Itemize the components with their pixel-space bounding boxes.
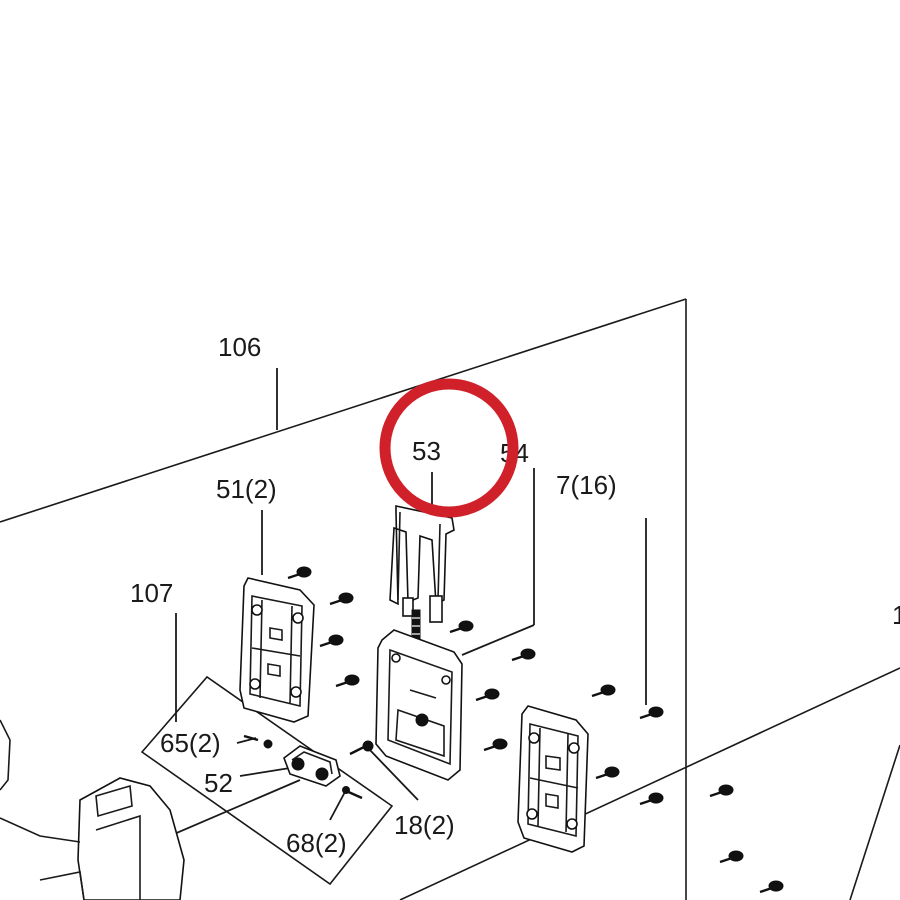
plate-51 xyxy=(239,577,315,723)
leader-52 xyxy=(239,767,291,777)
assembly-plane-106 xyxy=(0,298,900,900)
leader-lines xyxy=(94,368,647,869)
edge-line xyxy=(849,744,900,900)
leader-18 xyxy=(367,747,419,801)
plate-51-right xyxy=(517,705,589,853)
callout-107: 107 xyxy=(130,578,173,608)
part-52 xyxy=(283,745,341,787)
callout-53: 53 xyxy=(412,436,441,466)
screws-7 xyxy=(287,566,784,894)
housing-54 xyxy=(375,629,463,781)
callout-68: 68(2) xyxy=(286,828,347,858)
leader-68 xyxy=(329,789,347,821)
clip-53 xyxy=(389,505,455,623)
callout-edge: 1 xyxy=(892,600,900,630)
callout-52: 52 xyxy=(204,768,233,798)
screw-18 xyxy=(349,740,374,756)
housing-bottom-left xyxy=(0,719,185,900)
callout-labels: 106 53 54 7(16) 51(2) 107 65(2) 52 68(2)… xyxy=(130,332,900,858)
callout-51: 51(2) xyxy=(216,474,277,504)
leader-54b xyxy=(461,624,535,656)
sub-plane-107 xyxy=(140,675,394,886)
callout-18: 18(2) xyxy=(394,810,455,840)
callout-106: 106 xyxy=(218,332,261,362)
callout-7: 7(16) xyxy=(556,470,617,500)
small-screws xyxy=(243,734,363,800)
highlight-circle xyxy=(379,378,519,518)
callout-65: 65(2) xyxy=(160,728,221,758)
